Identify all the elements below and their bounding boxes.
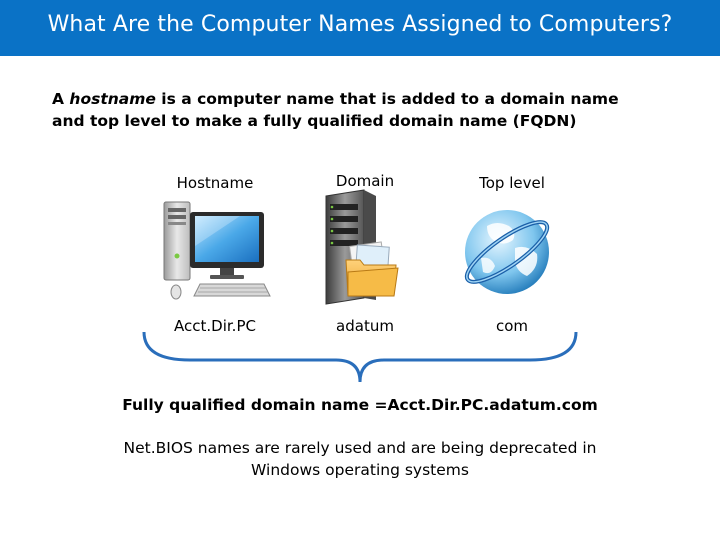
fqdn-line: Fully qualified domain name =Acct.Dir.PC… [0,396,720,414]
hostname-value: Acct.Dir.PC [174,317,256,335]
intro-article: A [52,90,64,108]
intro-term: hostname [69,90,156,108]
desktop-computer-icon [163,201,271,300]
slide-title: What Are the Computer Names Assigned to … [47,12,673,37]
grouping-brace [142,331,578,383]
fqdn-value: Acct.Dir.PC.adatum.com [387,396,598,414]
title-bar: What Are the Computer Names Assigned to … [0,0,720,56]
intro-line-1: A hostname is a computer name that is ad… [52,88,692,110]
intro-line-2: and top level to make a fully qualified … [52,112,577,130]
server-with-folder-icon [325,189,399,305]
netbios-line-1: Net.BIOS names are rarely used and are b… [123,439,597,457]
hostname-header: Hostname [176,174,254,192]
toplevel-value: com [495,317,529,335]
domain-header: Domain [335,172,395,190]
globe-icon [464,210,550,294]
netbios-note: Net.BIOS names are rarely used and are b… [60,437,660,481]
domain-value: adatum [336,317,394,335]
toplevel-header: Top level [479,174,545,192]
fqdn-label: Fully qualified domain name = [122,396,388,414]
intro-text: A hostname is a computer name that is ad… [52,88,692,132]
netbios-line-2: Windows operating systems [251,461,469,479]
intro-rest: is a computer name that is added to a do… [161,90,619,108]
